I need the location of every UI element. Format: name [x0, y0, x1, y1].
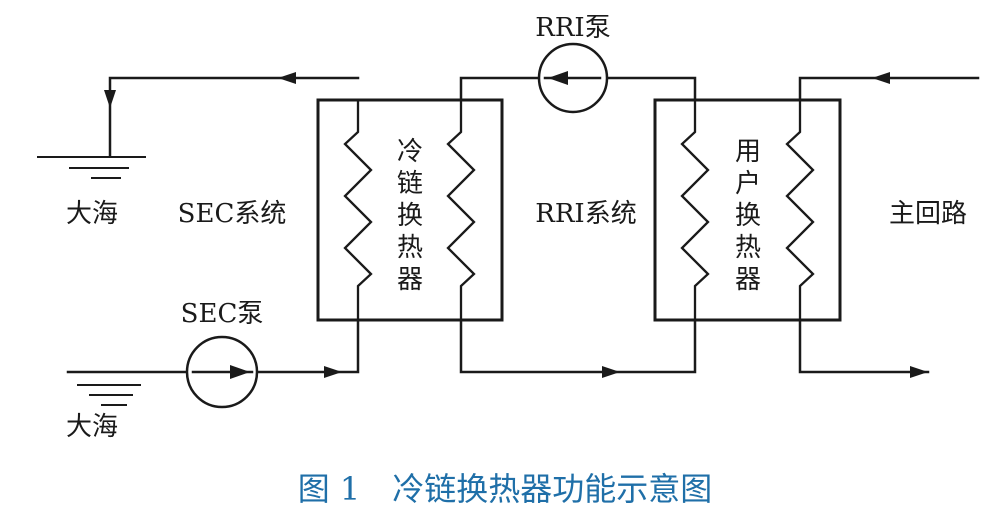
- svg-text:热: 热: [397, 233, 423, 263]
- sec-return-pipe: [108, 76, 360, 157]
- svg-text:换: 换: [735, 201, 761, 231]
- rri-system-label: RRI系统: [535, 199, 636, 229]
- sec-pump: [185, 335, 259, 409]
- sec-supply-pipe: [66, 318, 360, 374]
- rri-pump-label: RRI泵: [535, 13, 610, 43]
- arrow-right-icon: [910, 366, 928, 378]
- main-loop-out-pipe: [798, 318, 930, 374]
- sec-system-label: SEC系统: [178, 199, 287, 229]
- figure-caption: 图 1 冷链换热器功能示意图: [298, 470, 713, 508]
- ground-symbol-top: [37, 156, 146, 179]
- svg-text:换: 换: [397, 201, 423, 231]
- svg-text:冷: 冷: [397, 137, 423, 167]
- rri-bottom-pipe: [459, 318, 697, 374]
- user-heat-exchanger: [653, 98, 842, 322]
- svg-text:器: 器: [397, 265, 423, 295]
- arrow-right-icon: [324, 366, 342, 378]
- sea-label-top: 大海: [66, 199, 118, 229]
- sea-label-bottom: 大海: [66, 412, 118, 442]
- main-loop-in-pipe: [798, 76, 980, 102]
- svg-text:热: 热: [735, 233, 761, 263]
- svg-text:链: 链: [397, 169, 423, 199]
- flow-arrows: [104, 72, 928, 378]
- arrow-left-icon: [872, 72, 890, 84]
- cold-chain-heat-exchanger: [316, 98, 504, 322]
- arrow-left-icon: [278, 72, 296, 84]
- arrow-right-icon: [602, 366, 620, 378]
- user-exchanger-label: 用 户 换 热 器: [735, 137, 761, 295]
- rri-pump: [537, 42, 609, 114]
- svg-text:用: 用: [735, 137, 761, 167]
- cold-exchanger-label: 冷 链 换 热 器: [397, 137, 423, 295]
- sec-pump-label: SEC泵: [181, 299, 264, 329]
- arrow-down-icon: [104, 90, 116, 108]
- svg-text:器: 器: [735, 265, 761, 295]
- main-loop-label: 主回路: [889, 199, 967, 229]
- ground-symbol-bottom: [77, 384, 141, 406]
- svg-text:户: 户: [735, 169, 761, 199]
